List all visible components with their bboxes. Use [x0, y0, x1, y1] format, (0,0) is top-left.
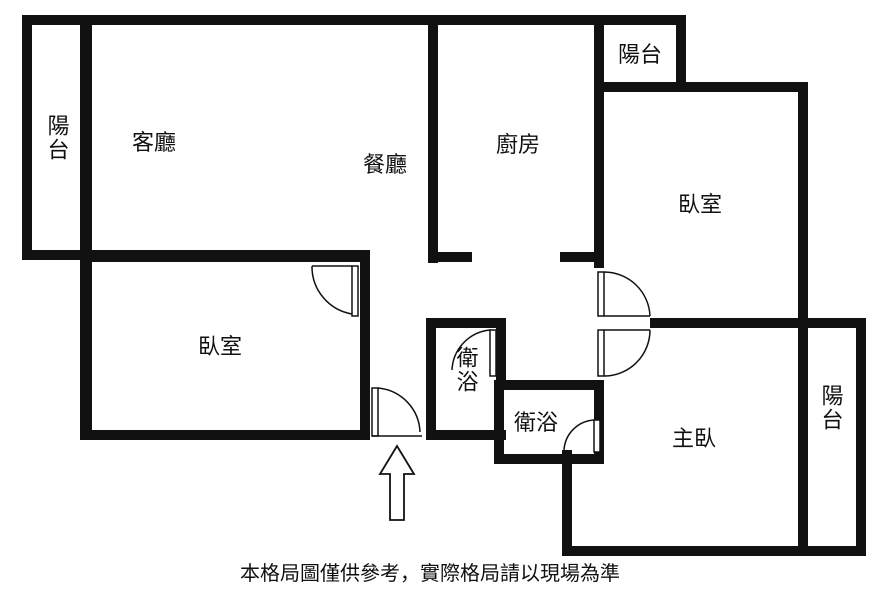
label-bathroom-1: 衛浴: [453, 346, 479, 394]
door-swing-icon: [371, 387, 422, 437]
up-arrow-icon: [378, 444, 416, 521]
door-swing-icon: [563, 419, 601, 453]
label-balcony-north: 陽台: [618, 43, 662, 68]
label-kitchen: 廚房: [496, 133, 540, 158]
door-swing-icon: [597, 271, 651, 317]
label-balcony-east: 陽台: [818, 384, 843, 432]
disclaimer-text: 本格局圖僅供參考，實際格局請以現場為準: [240, 561, 620, 585]
label-balcony-west: 陽台: [44, 114, 69, 162]
label-bedroom-west: 臥室: [198, 335, 242, 360]
door-swing-icon: [597, 329, 651, 377]
label-bedroom-east: 臥室: [678, 193, 722, 218]
label-bathroom-2: 衛浴: [514, 411, 558, 436]
label-dining-room: 餐廳: [363, 153, 407, 178]
door-swing-icon: [311, 265, 359, 317]
door-swing-icon: [451, 329, 497, 377]
label-living-room: 客廳: [132, 131, 176, 156]
walls: [22, 15, 866, 556]
label-master-bedroom: 主臥: [672, 427, 716, 452]
